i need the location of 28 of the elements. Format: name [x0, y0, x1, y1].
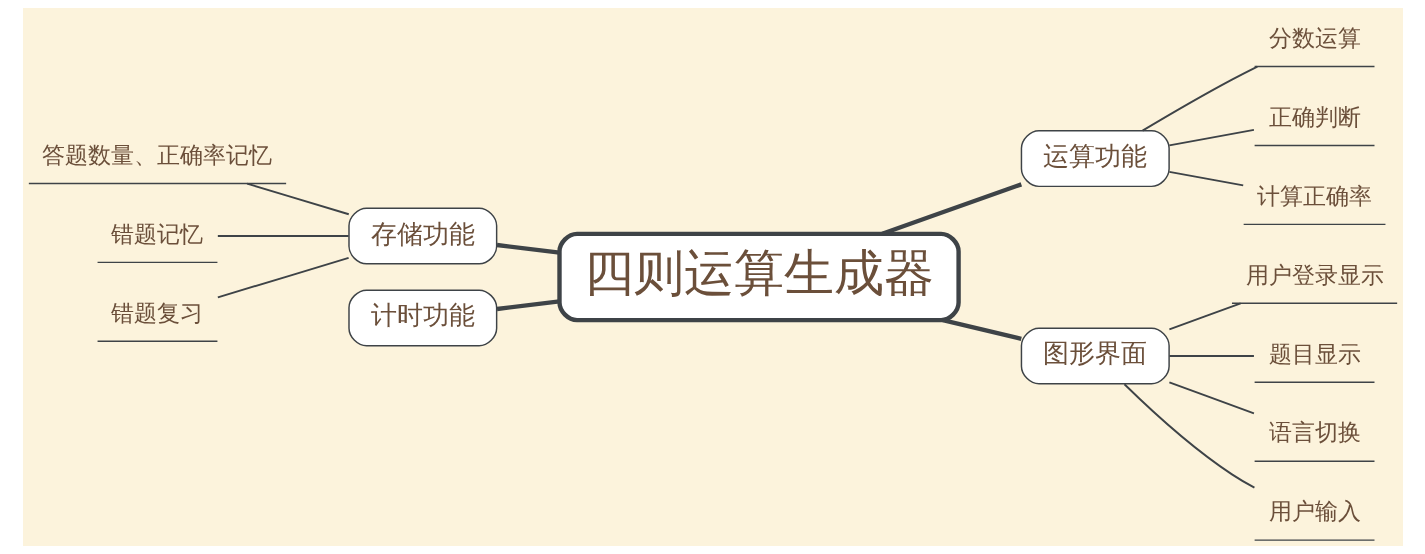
connector [1141, 65, 1258, 132]
node-box: 图形界面 [1020, 327, 1170, 385]
node-box: 四则运算生成器 [556, 231, 961, 323]
connector [216, 257, 350, 299]
connector [1167, 355, 1255, 357]
connector [1167, 302, 1242, 331]
node-text: 用户登录显示 [1245, 260, 1384, 289]
connector [496, 242, 560, 255]
node-text: 错题复习 [110, 298, 203, 327]
node-text: 正确判断 [1268, 102, 1361, 131]
node-box: 存储功能 [347, 207, 497, 265]
node-box: 运算功能 [1020, 130, 1170, 188]
node-text: 错题记忆 [110, 219, 203, 248]
node-box: 计时功能 [347, 289, 497, 347]
connector [216, 235, 350, 237]
node-text: 分数运算 [1268, 23, 1361, 52]
connector [496, 299, 560, 312]
node-text: 题目显示 [1268, 339, 1361, 368]
connector [1167, 128, 1255, 147]
connector [941, 318, 1022, 341]
node-text: 用户输入 [1268, 497, 1361, 526]
node-text: 语言切换 [1268, 418, 1361, 447]
connector [1167, 170, 1244, 187]
connector [245, 182, 350, 216]
node-text: 答题数量、正确率记忆 [41, 140, 272, 169]
connector [1167, 381, 1255, 415]
node-text: 计算正确率 [1256, 181, 1372, 210]
connector [1123, 383, 1255, 489]
